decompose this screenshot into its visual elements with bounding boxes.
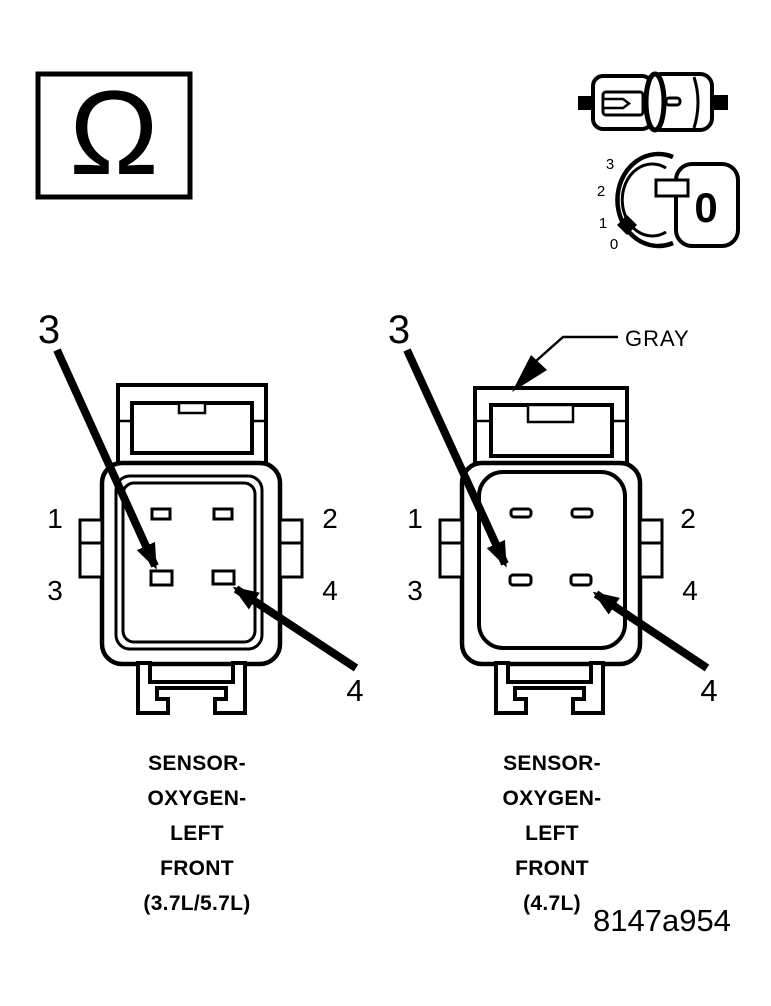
caption-line: (3.7L/5.7L) (143, 892, 251, 915)
ohmmeter-resistance-icon: Ω (35, 66, 193, 200)
gray-leader-arrowhead (512, 355, 547, 392)
dial-key (674, 162, 740, 248)
figure-id: 8147a954 (593, 903, 731, 938)
pin-cavity-4 (569, 573, 593, 587)
callout-pin4-arrow (592, 590, 710, 672)
dial-tick-0: 0 (610, 236, 618, 253)
caption-line: LEFT (525, 822, 579, 845)
caption-line: OXYGEN- (502, 787, 602, 810)
callout-pin3-label: 3 (388, 308, 410, 352)
mounting-bracket (494, 661, 605, 715)
pin-label-2: 2 (680, 503, 696, 534)
dial-reading: 0 (694, 184, 717, 231)
caption-line: LEFT (170, 822, 224, 845)
side-tab (78, 518, 104, 545)
mounting-bracket (136, 661, 247, 715)
callout-pin3-arrow (403, 348, 509, 568)
cavity-slot (664, 96, 682, 107)
caption-line: SENSOR- (503, 752, 601, 775)
mating-connectors-icon (578, 71, 728, 133)
pin-cavity-1 (509, 507, 533, 519)
pin-cavity-2 (212, 507, 234, 521)
caption-line: FRONT (515, 857, 589, 880)
caption-line: FRONT (160, 857, 234, 880)
wire-stub-right (711, 95, 728, 110)
side-tab (278, 518, 304, 545)
dial-tick-3: 3 (606, 156, 614, 173)
connector-right (438, 386, 664, 715)
pin-cavity-2 (570, 507, 594, 519)
connector-color-label: GRAY (625, 326, 690, 351)
pin-cavity-4 (211, 569, 236, 586)
dial-tick-1: 1 (599, 215, 607, 232)
side-tab (78, 541, 104, 579)
lock-latch (130, 401, 254, 455)
side-tab (438, 541, 464, 579)
connector-seal-ring (643, 71, 667, 133)
terminal-blade (601, 97, 632, 110)
callout-pin4-arrow (232, 585, 359, 672)
pin-label-2: 2 (322, 503, 338, 534)
dial-key-neck (654, 178, 690, 198)
dial-ring-inner (620, 162, 667, 238)
caption-left-connector: SENSOR- OXYGEN- LEFT FRONT (3.7L/5.7L) (97, 746, 297, 921)
pin-cavity-3 (508, 573, 533, 587)
pin-label-4: 4 (682, 575, 698, 606)
caption-line: OXYGEN- (147, 787, 247, 810)
dial-tick-2: 2 (597, 183, 605, 200)
pin-label-1: 1 (47, 503, 63, 534)
pin-label-3: 3 (47, 575, 63, 606)
pin-label-3: 3 (407, 575, 423, 606)
side-tab (438, 518, 464, 545)
ohmmeter-dial-icon: 3 2 1 0 0 (597, 151, 740, 253)
callout-pin4-label: 4 (346, 673, 363, 708)
latch-notch (177, 401, 207, 415)
caption-line: SENSOR- (148, 752, 246, 775)
callout-pin4-label: 4 (700, 673, 717, 708)
side-tab (278, 541, 304, 579)
callout-pin3-arrow (53, 348, 159, 570)
side-tab (638, 518, 664, 545)
pin-label-4: 4 (322, 575, 338, 606)
latch-notch (526, 403, 575, 424)
omega-symbol: Ω (69, 66, 159, 200)
ohmmeter-box (35, 71, 193, 200)
connector-left (78, 383, 304, 715)
pin-cavity-3 (149, 569, 174, 587)
callout-pin3-label: 3 (38, 308, 60, 352)
pin-label-1: 1 (407, 503, 423, 534)
gray-leader-line (535, 335, 618, 362)
side-tab (638, 541, 664, 579)
dial-pointer-marker (617, 215, 637, 235)
caption-line: (4.7L) (523, 892, 581, 915)
body-inner-outline-2 (121, 481, 257, 644)
pin-cavity-1 (150, 507, 172, 521)
connector-body-contour (692, 76, 700, 129)
caption-right-connector: SENSOR- OXYGEN- LEFT FRONT (4.7L) (452, 746, 652, 921)
